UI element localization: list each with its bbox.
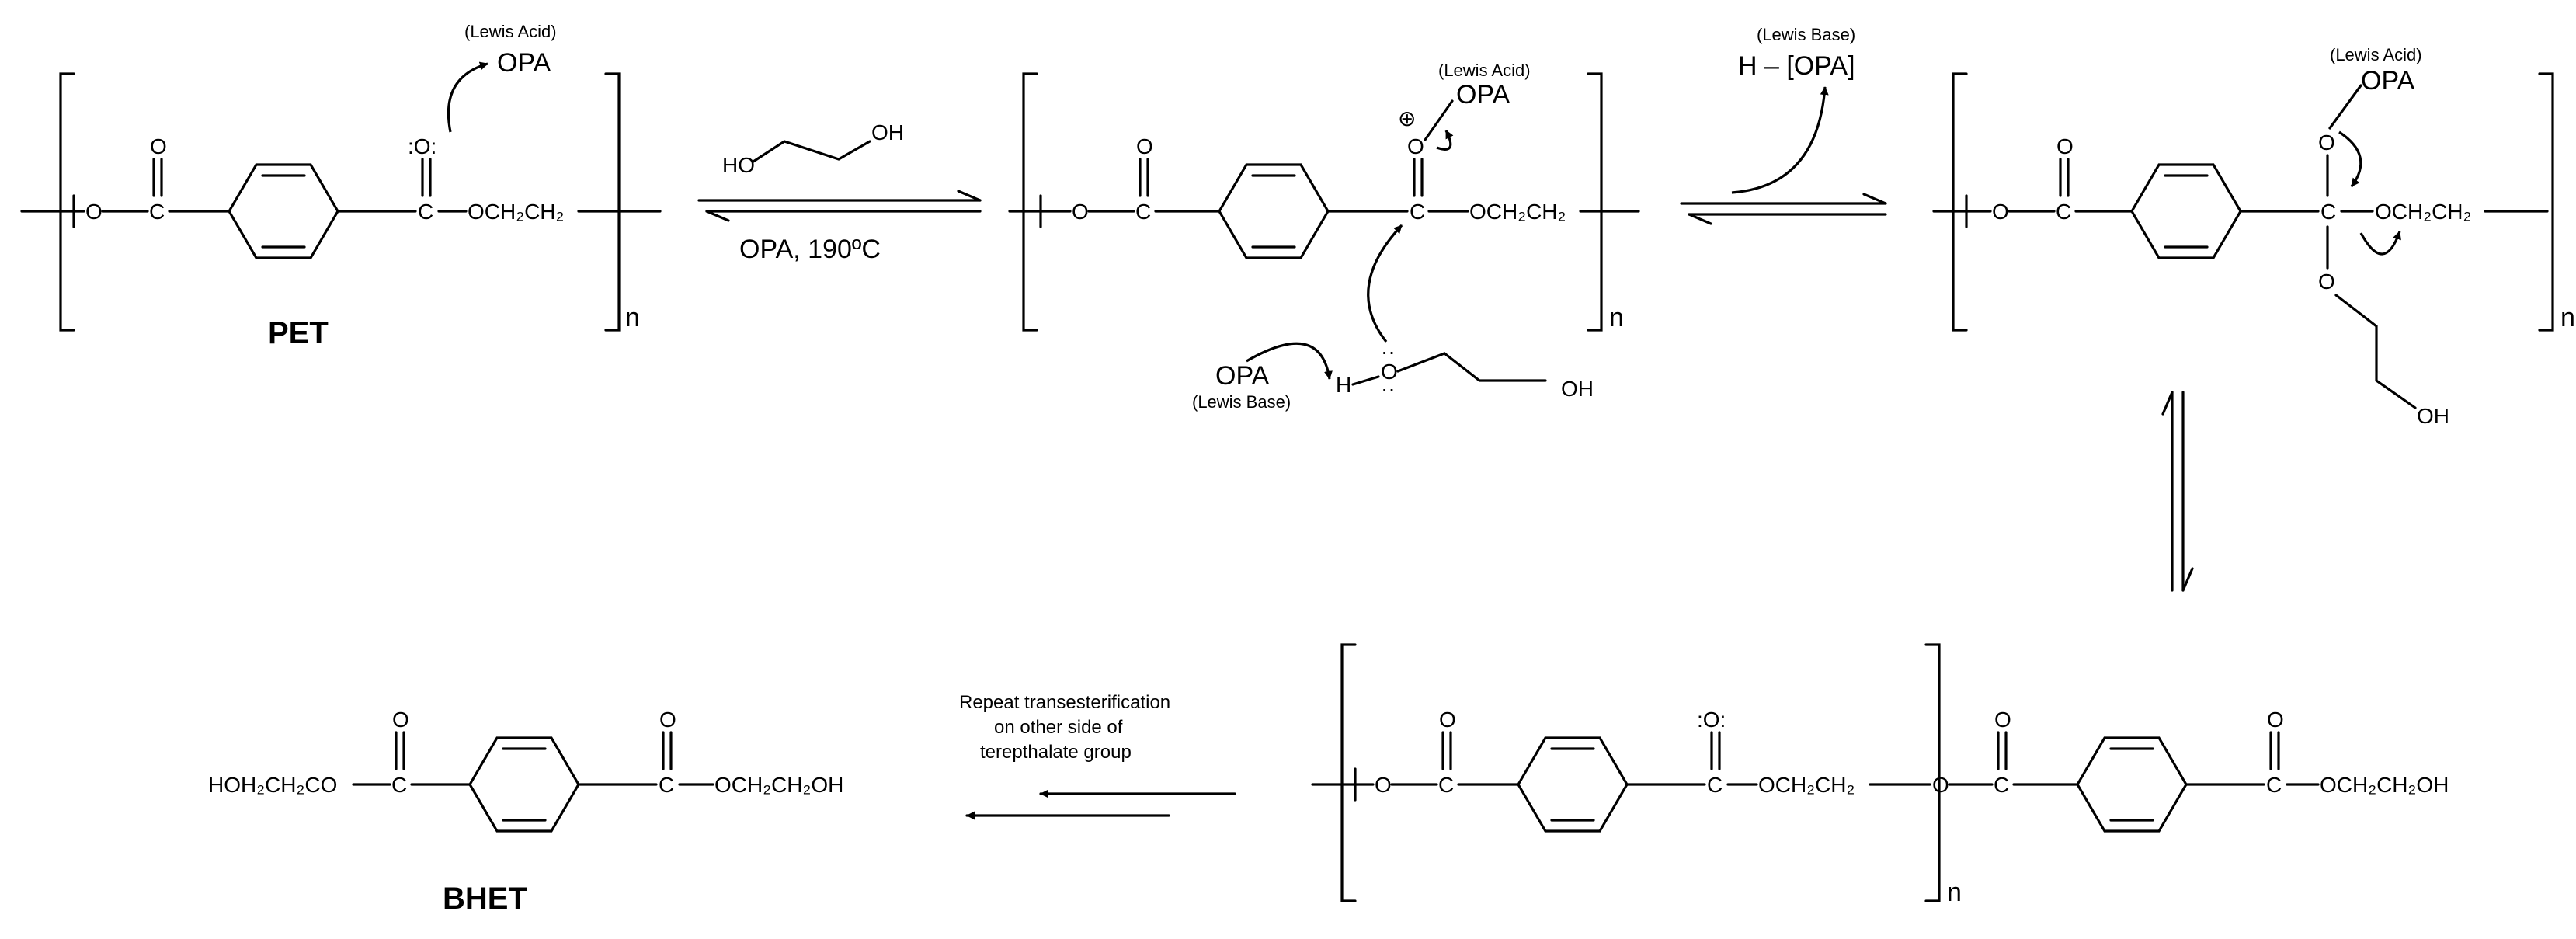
opa-label: OPA xyxy=(2361,66,2415,96)
atom-c: C xyxy=(418,200,433,224)
bhet-structure: HOH₂CH₂CO C O C O OCH₂CH₂OH BHET xyxy=(208,708,843,916)
curved-arrow xyxy=(1436,130,1454,151)
intermediate-1-structure: n O C O C O ⊕ OPA (Lewis Acid) OCH₂CH₂ O… xyxy=(1008,61,1640,412)
atom-o: O xyxy=(1992,200,2009,224)
atom-o: O xyxy=(392,708,409,732)
h-opa-label: H – [OPA] xyxy=(1738,51,1855,81)
curved-arrow xyxy=(1731,86,1829,194)
och2ch2-group: OCH₂CH₂ xyxy=(1758,773,1855,797)
atom-o: O xyxy=(1994,708,2011,732)
right-bracket xyxy=(604,72,621,332)
opa-label: OPA xyxy=(1456,80,1510,110)
atom-o: O xyxy=(1136,134,1153,158)
atom-o: O xyxy=(2056,134,2074,158)
opa-label: OPA xyxy=(1215,361,1270,391)
curved-arrow xyxy=(2359,231,2401,256)
repeat-n: n xyxy=(2560,303,2575,332)
atom-c: C xyxy=(1707,773,1723,797)
product-polymer-structure: n O C O C :O: OCH₂CH₂ O C O C O xyxy=(1311,643,2449,907)
atom-c: C xyxy=(2320,200,2336,224)
equilibrium-arrow-2: (Lewis Base) H – [OPA] xyxy=(1680,25,1887,225)
bhet-label: BHET xyxy=(443,882,527,916)
ho-group: HO xyxy=(722,153,755,177)
lewis-acid-label: (Lewis Acid) xyxy=(464,22,557,41)
curved-arrow xyxy=(1246,342,1333,380)
och2ch2-group: OCH₂CH₂ xyxy=(468,200,564,224)
carbonyl-o-lone-pairs: :O: xyxy=(1697,708,1726,732)
carbonyl-o-lone-pairs: :O: xyxy=(408,134,436,158)
benzene-ring xyxy=(2130,163,2242,259)
atom-c: C xyxy=(1438,773,1454,797)
atom-o: O xyxy=(659,708,676,732)
left-bracket xyxy=(59,72,75,332)
curved-arrow xyxy=(2338,130,2362,187)
repeat-n: n xyxy=(625,303,640,332)
atom-c: C xyxy=(659,773,674,797)
benzene-ring xyxy=(1517,736,1629,833)
benzene-ring xyxy=(1218,163,1330,259)
curved-arrow xyxy=(447,61,488,133)
lone-pair-dots: ·· xyxy=(1381,377,1396,401)
atom-c: C xyxy=(149,200,165,224)
och2ch2-group: OCH₂CH₂ xyxy=(1469,200,1566,224)
pet-label: PET xyxy=(268,316,329,350)
repeat-note-line3: terepthalate group xyxy=(980,742,1132,763)
equilibrium-arrow-3 xyxy=(2161,391,2194,592)
atom-o: O xyxy=(1375,773,1392,797)
lewis-acid-label: (Lewis Acid) xyxy=(1438,61,1531,80)
atom-o: O xyxy=(2318,130,2335,155)
oh-group: OH xyxy=(2417,404,2449,428)
atom-o: O xyxy=(1439,708,1456,732)
curved-arrow xyxy=(1367,224,1403,343)
atom-c: C xyxy=(1135,200,1151,224)
repeat-n: n xyxy=(1609,303,1624,332)
repeat-note-line2: on other side of xyxy=(994,717,1123,738)
pet-structure: n O C O C :O: OCH₂CH₂ (Lewis Acid) OPA P… xyxy=(20,22,662,350)
oh-group: OH xyxy=(871,120,904,144)
tetrahedral-intermediate-structure: n O C O C O OPA (Lewis Acid) OCH₂CH₂ O O… xyxy=(1932,45,2575,428)
atom-o: O xyxy=(2318,270,2335,294)
benzene-ring xyxy=(2076,736,2188,833)
lewis-base-label: (Lewis Base) xyxy=(1757,25,1855,44)
atom-o: O xyxy=(150,134,167,158)
atom-c: C xyxy=(2056,200,2071,224)
repeat-step-arrows: Repeat transesterification on other side… xyxy=(959,692,1236,820)
hoh2ch2co-group: HOH₂CH₂CO xyxy=(208,773,337,797)
atom-o: O xyxy=(1072,200,1089,224)
atom-o: O xyxy=(1932,773,1949,797)
opa-label: OPA xyxy=(497,48,551,78)
benzene-ring xyxy=(468,736,580,833)
atom-c: C xyxy=(391,773,407,797)
lewis-base-label: (Lewis Base) xyxy=(1192,392,1291,412)
reaction-conditions: OPA, 190ºC xyxy=(739,235,881,264)
atom-c: C xyxy=(2266,773,2282,797)
atom-o: O xyxy=(1381,360,1398,384)
atom-h: H xyxy=(1336,373,1351,397)
repeat-n: n xyxy=(1947,878,1962,907)
atom-c: C xyxy=(1994,773,2009,797)
equilibrium-arrow-1: HO OH OPA, 190ºC xyxy=(697,120,982,264)
lone-pair-dots: ·· xyxy=(1381,339,1396,363)
atom-c: C xyxy=(1410,200,1425,224)
lewis-acid-label: (Lewis Acid) xyxy=(2330,45,2422,64)
oh-group: OH xyxy=(1561,377,1594,401)
och2ch2oh-group: OCH₂CH₂OH xyxy=(714,773,843,797)
atom-o: O xyxy=(2267,708,2284,732)
plus-charge: ⊕ xyxy=(1398,106,1416,130)
och2ch2oh-group: OCH₂CH₂OH xyxy=(2320,773,2449,797)
benzene-ring xyxy=(228,163,339,259)
och2ch2-group: OCH₂CH₂ xyxy=(2375,200,2471,224)
repeat-note-line1: Repeat transesterification xyxy=(959,692,1170,713)
carbonyl-o: O xyxy=(1407,134,1424,158)
atom-o: O xyxy=(85,200,103,224)
